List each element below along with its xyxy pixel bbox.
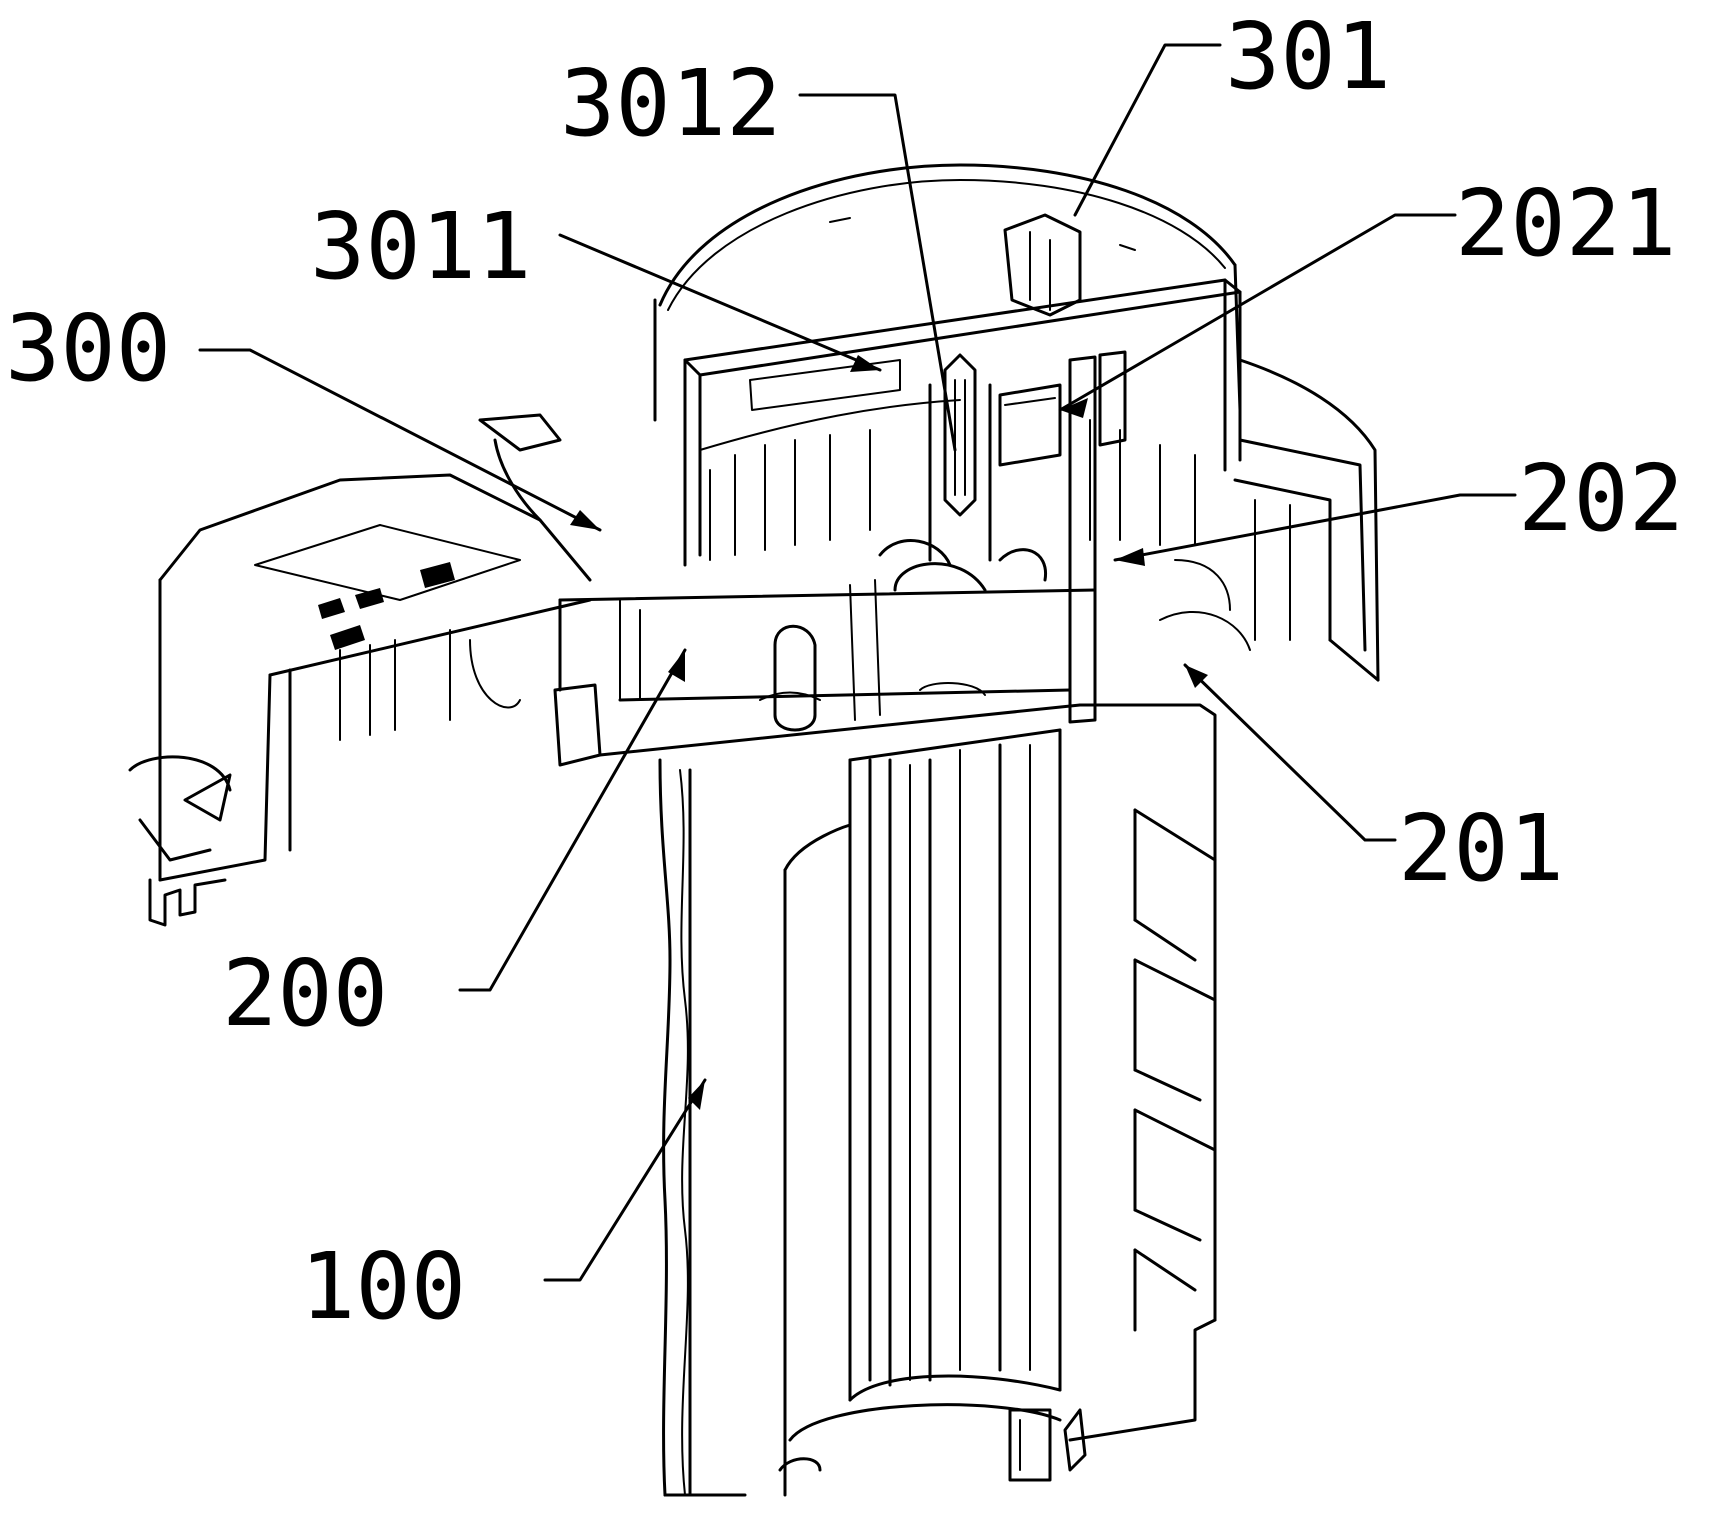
arrowhead-201: [1185, 665, 1208, 688]
label-201: 201: [1398, 795, 1564, 902]
leader-3011: [558, 233, 882, 372]
sensor-block: [998, 350, 1127, 724]
leader-202: [1113, 493, 1517, 562]
leader-200: [458, 648, 687, 992]
arrowhead-3011: [850, 355, 880, 372]
leader-2021: [1058, 213, 1457, 412]
arrowhead-300: [570, 510, 600, 530]
label-200: 200: [222, 940, 388, 1047]
leader-300: [198, 348, 602, 532]
label-300: 300: [5, 295, 171, 402]
arrowhead-2021: [1060, 398, 1088, 418]
arrowhead-202: [1115, 548, 1145, 566]
outer-flange: [1159, 358, 1380, 682]
label-100: 100: [300, 1233, 466, 1340]
terminal-post: [1003, 213, 1082, 317]
label-3011: 3011: [310, 193, 532, 300]
label-202: 202: [1518, 445, 1684, 552]
arrowhead-200: [668, 650, 685, 682]
lower-tube: [658, 728, 1087, 1497]
leader-3012: [798, 93, 957, 452]
arrowhead-100: [688, 1080, 705, 1110]
leader-100: [543, 1078, 707, 1282]
leader-301: [1073, 43, 1222, 217]
label-2021: 2021: [1455, 170, 1677, 277]
central-pin: [928, 353, 992, 562]
leader-201: [1183, 663, 1397, 842]
base-tray: [553, 539, 1097, 767]
left-housing: [128, 413, 592, 927]
top-cap: [653, 163, 1242, 422]
inner-cap-wall: [683, 278, 1242, 567]
ribbed-side: [1068, 703, 1217, 1442]
label-301: 301: [1225, 3, 1391, 110]
reference-labels: 301 3012 3011 2021 300 202 201 200 100: [5, 3, 1684, 1340]
leader-lines: [198, 43, 1517, 1282]
label-3012: 3012: [560, 50, 782, 157]
